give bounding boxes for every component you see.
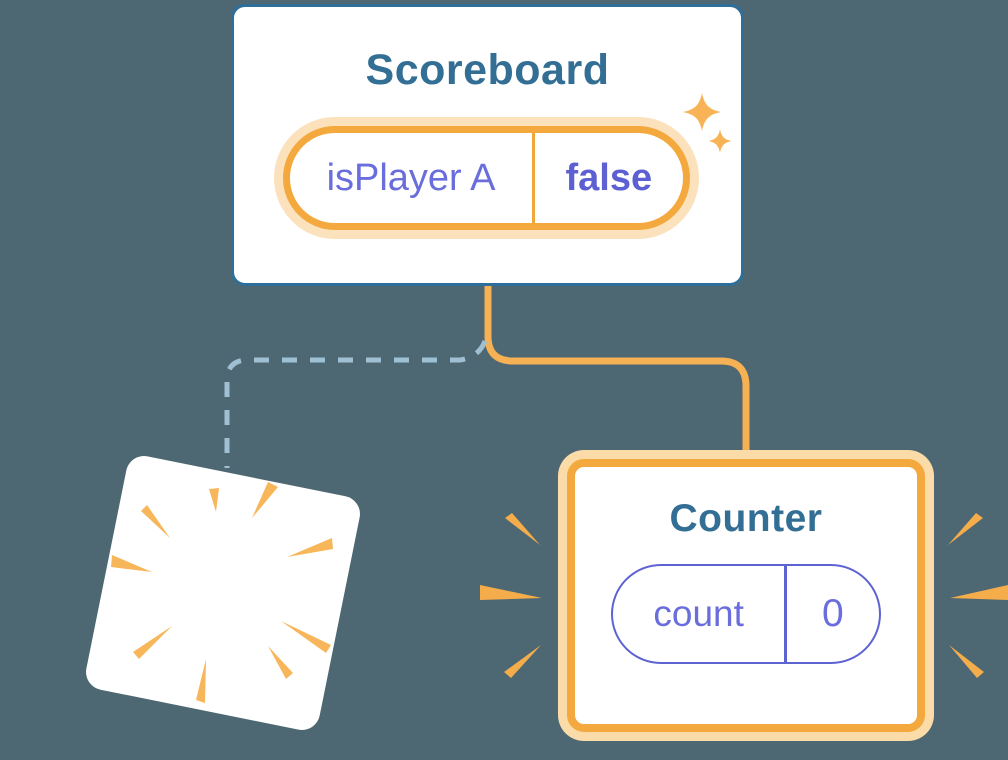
emphasis-burst-icon: [948, 513, 1008, 678]
state-label: isPlayer A: [326, 156, 496, 199]
scoreboard-state-pill-glow: isPlayer A false: [274, 117, 699, 239]
emphasis-burst-icon: [480, 513, 542, 678]
scoreboard-counter-connector-line: [484, 279, 750, 476]
scoreboard-title: Scoreboard: [365, 46, 610, 94]
count-value: 0: [822, 592, 844, 635]
scoreboard-state-pill: isPlayer A false: [283, 126, 690, 230]
poof-burst-icon: [111, 482, 333, 703]
counter-title: Counter: [669, 497, 823, 540]
removed-component-poof: [86, 456, 360, 730]
sparkle-icon: [683, 93, 732, 153]
counter-component-card: Counter count 0: [567, 459, 925, 732]
count-label: count: [653, 593, 744, 634]
poof-card: [86, 456, 360, 730]
counter-state-pill: count 0: [611, 564, 881, 664]
pill-divider: [784, 566, 787, 662]
state-value: false: [565, 156, 653, 199]
pill-divider: [532, 133, 535, 223]
scoreboard-removed-connector-dashed-line: [224, 340, 488, 468]
scoreboard-component-card: Scoreboard isPlayer A false: [231, 4, 744, 286]
counter-component-card-glow: Counter count 0: [558, 450, 934, 741]
